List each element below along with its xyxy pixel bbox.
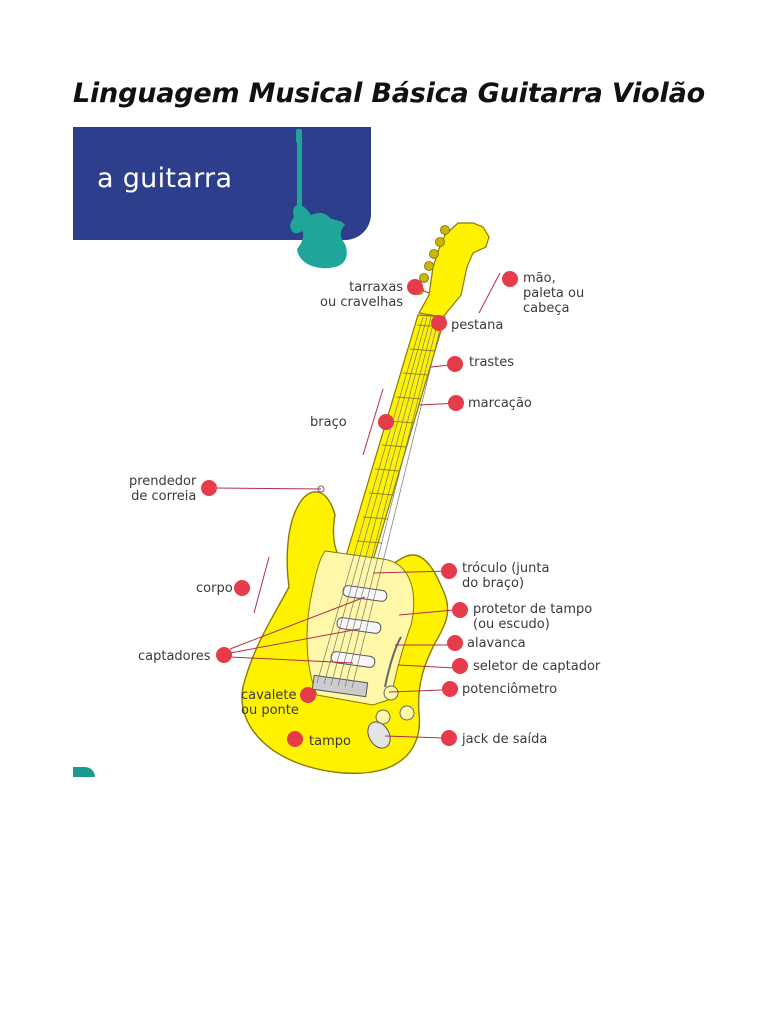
marker-protetor: [452, 602, 468, 618]
label-jack: jack de saída: [462, 732, 548, 747]
marker-marcacao: [448, 395, 464, 411]
label-prendedor: prendedor de correia: [129, 474, 197, 504]
marker-mao: [502, 271, 518, 287]
marker-pestana: [431, 315, 447, 331]
label-potenciometro: potenciômetro: [462, 682, 558, 697]
label-alavanca: alavanca: [467, 636, 526, 651]
marker-captadores: [216, 647, 232, 663]
marker-jack: [441, 730, 457, 746]
label-pestana: pestana: [451, 318, 504, 333]
banner-title: a guitarra: [97, 163, 233, 194]
label-seletor: seletor de captador: [473, 659, 601, 674]
label-marcacao: marcação: [468, 396, 532, 411]
section-banner: a guitarra: [73, 127, 371, 240]
marker-tampo: [287, 731, 303, 747]
guitar-illustration: [201, 222, 518, 775]
label-cavalete: cavalete ou ponte: [241, 688, 299, 718]
marker-braco: [378, 414, 394, 430]
label-braco: braço: [310, 415, 347, 430]
label-mao: mão, paleta ou cabeça: [523, 271, 585, 316]
marker-potenciometro: [442, 681, 458, 697]
output-jack: [367, 721, 391, 749]
page-title: Linguagem Musical Básica Guitarra Violão: [73, 78, 705, 109]
label-protetor: protetor de tampo (ou escudo): [473, 602, 593, 632]
marker-corpo: [234, 580, 250, 596]
guitar-headstock: [418, 222, 490, 318]
marker-seletor: [452, 658, 468, 674]
label-troculo: tróculo (junta do braço): [462, 561, 550, 591]
guitar-icon: [290, 129, 347, 269]
label-trastes: trastes: [469, 355, 515, 370]
label-captadores: captadores: [138, 649, 211, 664]
marker-trastes: [447, 356, 463, 372]
label-tarraxas: tarraxas ou cravelhas: [320, 280, 404, 310]
decorative-corner: [73, 767, 95, 777]
tremolo-arm: [384, 636, 402, 688]
marker-cavalete: [300, 687, 316, 703]
label-tampo: tampo: [309, 734, 351, 749]
marker-tarraxas: [407, 279, 423, 295]
bridge: [311, 674, 369, 698]
guitar-diagram: a guitarra: [73, 127, 601, 777]
marker-troculo: [441, 563, 457, 579]
marker-alavanca: [447, 635, 463, 651]
marker-prendedor: [201, 480, 217, 496]
label-corpo: corpo: [196, 581, 233, 596]
